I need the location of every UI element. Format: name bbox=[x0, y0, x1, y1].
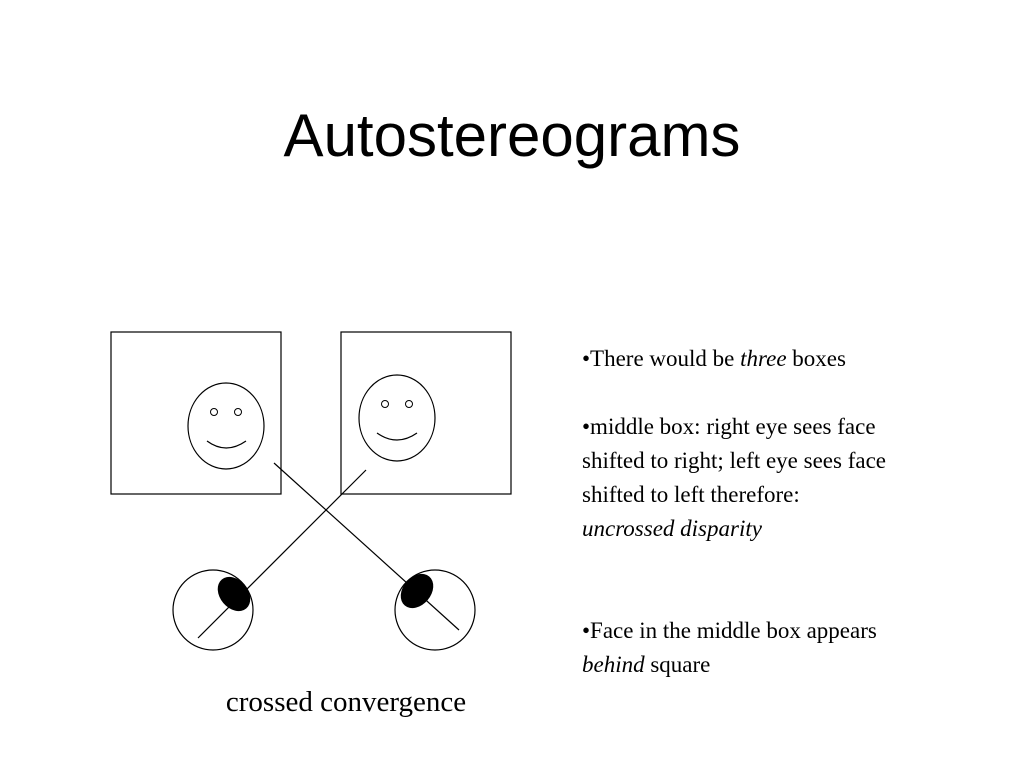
bullet-3-emphasis: behind bbox=[582, 652, 645, 677]
left-eye-sightline bbox=[197, 469, 367, 639]
bullet-2: •middle box: right eye sees face shifted… bbox=[582, 410, 982, 546]
bullet-3: •Face in the middle box appears behind s… bbox=[582, 614, 982, 682]
right-eye-sightline bbox=[273, 462, 460, 631]
left-eye-icon bbox=[172, 569, 254, 651]
bullet-1-text: •There would be bbox=[582, 346, 741, 371]
bullet-2-line-2: shifted to right; left eye sees face bbox=[582, 448, 886, 473]
diagram-caption: crossed convergence bbox=[225, 686, 467, 718]
bullet-3-line-1: •Face in the middle box appears bbox=[582, 618, 877, 643]
bullet-1-emphasis: three bbox=[740, 346, 787, 371]
right-face-icon bbox=[358, 374, 436, 462]
bullet-1-text-end: boxes bbox=[786, 346, 846, 371]
bullet-2-line-3: shifted to left therefore: bbox=[582, 482, 800, 507]
bullet-2-emphasis: uncrossed disparity bbox=[582, 516, 762, 541]
bullet-list: •There would be three boxes •middle box:… bbox=[582, 342, 982, 682]
right-box bbox=[340, 331, 512, 495]
left-box bbox=[110, 331, 282, 495]
bullet-2-line-1: •middle box: right eye sees face bbox=[582, 414, 876, 439]
bullet-1: •There would be three boxes bbox=[582, 342, 982, 376]
bullet-3-text-end: square bbox=[644, 652, 711, 677]
left-face-icon bbox=[187, 382, 265, 470]
slide-title: Autostereograms bbox=[283, 102, 741, 169]
right-eye-icon bbox=[394, 569, 476, 651]
